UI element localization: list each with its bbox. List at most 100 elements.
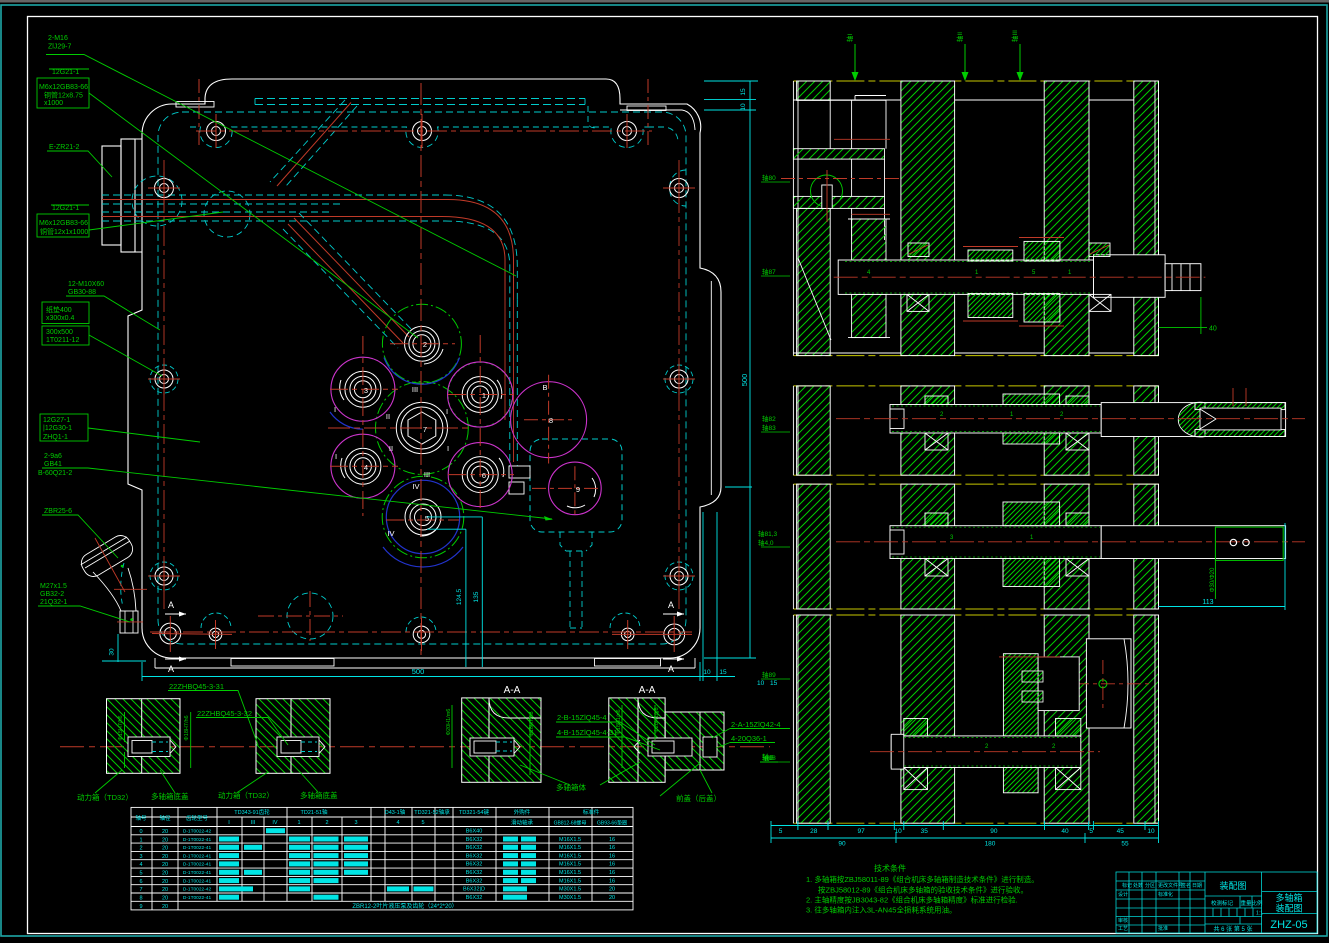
svg-text:8: 8 — [139, 896, 142, 902]
svg-text:55: 55 — [1121, 841, 1129, 848]
svg-text:1: 1 — [975, 270, 979, 276]
svg-text:轴81,3: 轴81,3 — [758, 529, 778, 538]
svg-text:5: 5 — [425, 514, 429, 523]
svg-text:校测标记: 校测标记 — [1211, 899, 1234, 907]
svg-text:ZHQ1-1: ZHQ1-1 — [43, 434, 68, 441]
svg-text:标准化: 标准化 — [1158, 891, 1173, 898]
svg-text:TD321-52轴承: TD321-52轴承 — [414, 808, 450, 816]
svg-text:前盖（后盖）: 前盖（后盖） — [676, 793, 721, 803]
svg-text:日期: 日期 — [1192, 883, 1202, 889]
svg-text:动力箱（TD32）: 动力箱（TD32） — [77, 792, 133, 802]
svg-text:A: A — [168, 664, 174, 674]
svg-text:7: 7 — [139, 887, 142, 893]
svg-text:II: II — [386, 412, 390, 421]
svg-text:装配图: 装配图 — [1219, 880, 1246, 891]
svg-text:ZBR25-6: ZBR25-6 — [44, 508, 72, 515]
svg-text:22ZHBQ45-3-31: 22ZHBQ45-3-31 — [169, 682, 224, 691]
svg-text:124.5: 124.5 — [456, 588, 463, 605]
svg-text:Φ20H1/g6: Φ20H1/g6 — [654, 707, 660, 732]
svg-text:轴号: 轴号 — [135, 814, 147, 822]
svg-text:135: 135 — [473, 591, 480, 602]
svg-text:D-1T0022-41: D-1T0022-41 — [183, 870, 212, 876]
svg-text:标准件: 标准件 — [583, 808, 600, 816]
svg-text:20: 20 — [162, 887, 168, 893]
svg-text:3: 3 — [950, 535, 954, 541]
svg-text:D-1T0022-41: D-1T0022-41 — [183, 878, 212, 884]
svg-text:2: 2 — [423, 340, 427, 349]
svg-text:12G21-1: 12G21-1 — [52, 69, 79, 76]
svg-text:更改文件号: 更改文件号 — [1158, 882, 1183, 889]
svg-text:10: 10 — [894, 828, 902, 835]
svg-text:ZHZ-05: ZHZ-05 — [1270, 919, 1307, 931]
svg-text:16: 16 — [609, 862, 615, 868]
svg-text:B6X32|D: B6X32|D — [463, 887, 485, 893]
svg-text:E-ZR21-2: E-ZR21-2 — [49, 144, 79, 151]
svg-text:轴4,0: 轴4,0 — [758, 538, 774, 547]
svg-text:处数: 处数 — [1133, 882, 1143, 889]
svg-text:按ZBJ58012-89《组合机床多轴箱的验收技术条件》进行: 按ZBJ58012-89《组合机床多轴箱的验收技术条件》进行验收。 — [818, 885, 1028, 895]
svg-text:设计: 设计 — [1118, 891, 1128, 898]
svg-text:21Q32-1: 21Q32-1 — [40, 599, 67, 606]
svg-text:M16X1.5: M16X1.5 — [559, 837, 581, 843]
svg-text:2-M16: 2-M16 — [48, 35, 68, 42]
svg-text:2. 主轴精度按JB3043-82《组合机床多轴箱精度》标准: 2. 主轴精度按JB3043-82《组合机床多轴箱精度》标准进行检验. — [806, 895, 1018, 905]
svg-text:20: 20 — [162, 854, 168, 860]
svg-text:500: 500 — [740, 374, 749, 387]
svg-text:GB32-2: GB32-2 — [40, 591, 64, 598]
svg-text:M16X1.5: M16X1.5 — [559, 878, 581, 884]
svg-text:B6X32: B6X32 — [466, 837, 483, 843]
svg-text:III: III — [412, 385, 418, 394]
svg-text:10: 10 — [757, 680, 765, 687]
svg-text:批准: 批准 — [1158, 925, 1168, 932]
svg-text:1: 1 — [1030, 535, 1034, 541]
svg-text:B-60Q21-2: B-60Q21-2 — [38, 470, 72, 477]
svg-text:4-B-15ZlQ45-4-31: 4-B-15ZlQ45-4-31 — [557, 728, 617, 737]
svg-text:4: 4 — [139, 862, 142, 868]
svg-text:1: 1 — [139, 837, 142, 843]
svg-text:B6X32: B6X32 — [466, 845, 483, 851]
svg-text:分区: 分区 — [1145, 882, 1155, 889]
svg-text:15: 15 — [770, 680, 778, 687]
svg-text:|12G30-1: |12G30-1 — [43, 425, 72, 432]
svg-text:1: 1 — [482, 391, 486, 400]
svg-text:0: 0 — [139, 829, 142, 835]
svg-text:纸垫400: 纸垫400 — [46, 305, 72, 314]
svg-text:12-M10X60: 12-M10X60 — [68, 281, 104, 288]
svg-text:轴89: 轴89 — [762, 670, 776, 679]
svg-text:I: I — [335, 452, 337, 461]
svg-text:3: 3 — [364, 386, 368, 395]
svg-text:A: A — [168, 600, 174, 610]
svg-text:1. 多轴箱按ZBJ58011-89《组合机床多轴箱制造技术: 1. 多轴箱按ZBJ58011-89《组合机床多轴箱制造技术条件》进行制造。 — [806, 874, 1039, 884]
svg-text:5: 5 — [139, 871, 142, 877]
svg-text:4: 4 — [396, 820, 399, 826]
svg-text:多轴箱: 多轴箱 — [1275, 892, 1302, 903]
svg-text:轴径: 轴径 — [159, 814, 171, 822]
svg-text:I: I — [446, 407, 448, 416]
svg-text:轴80: 轴80 — [762, 173, 776, 182]
svg-text:16: 16 — [609, 870, 615, 876]
svg-text:90: 90 — [838, 841, 846, 848]
svg-text:2-A-15ZlQ42-4: 2-A-15ZlQ42-4 — [731, 720, 781, 729]
svg-text:GB93-66垫圈: GB93-66垫圈 — [597, 820, 627, 827]
svg-text:2-B-15ZlQ45-4: 2-B-15ZlQ45-4 — [557, 713, 607, 722]
svg-text:ZBR12-2叶片液压泵及齿轮（24*2*20）: ZBR12-2叶片液压泵及齿轮（24*2*20） — [352, 902, 457, 910]
svg-text:签名: 签名 — [1181, 882, 1191, 889]
svg-text:16: 16 — [609, 837, 615, 843]
svg-text:2: 2 — [940, 412, 944, 418]
svg-text:多轴箱底盖: 多轴箱底盖 — [300, 790, 338, 800]
svg-text:D-1T0022-41: D-1T0022-41 — [183, 853, 212, 859]
svg-text:M16X1.5: M16X1.5 — [559, 853, 581, 859]
svg-text:45: 45 — [1117, 828, 1125, 835]
svg-text:技术条件: 技术条件 — [874, 863, 906, 873]
svg-text:90: 90 — [990, 828, 998, 835]
svg-text:M16X1.5: M16X1.5 — [559, 870, 581, 876]
svg-text:28: 28 — [810, 828, 818, 835]
svg-text:B6X32: B6X32 — [466, 870, 483, 876]
svg-text:4: 4 — [867, 270, 871, 276]
svg-text:12G21-1: 12G21-1 — [52, 205, 79, 212]
svg-text:20: 20 — [162, 879, 168, 885]
svg-text:3. 往多轴箱内注入3L-AN45全损耗系统用油。: 3. 往多轴箱内注入3L-AN45全损耗系统用油。 — [806, 905, 956, 915]
svg-text:共 6 张 第 5 张: 共 6 张 第 5 张 — [1213, 925, 1252, 933]
svg-text:Φ20H1/m6: Φ20H1/m6 — [446, 709, 452, 736]
svg-text:500: 500 — [412, 667, 425, 676]
